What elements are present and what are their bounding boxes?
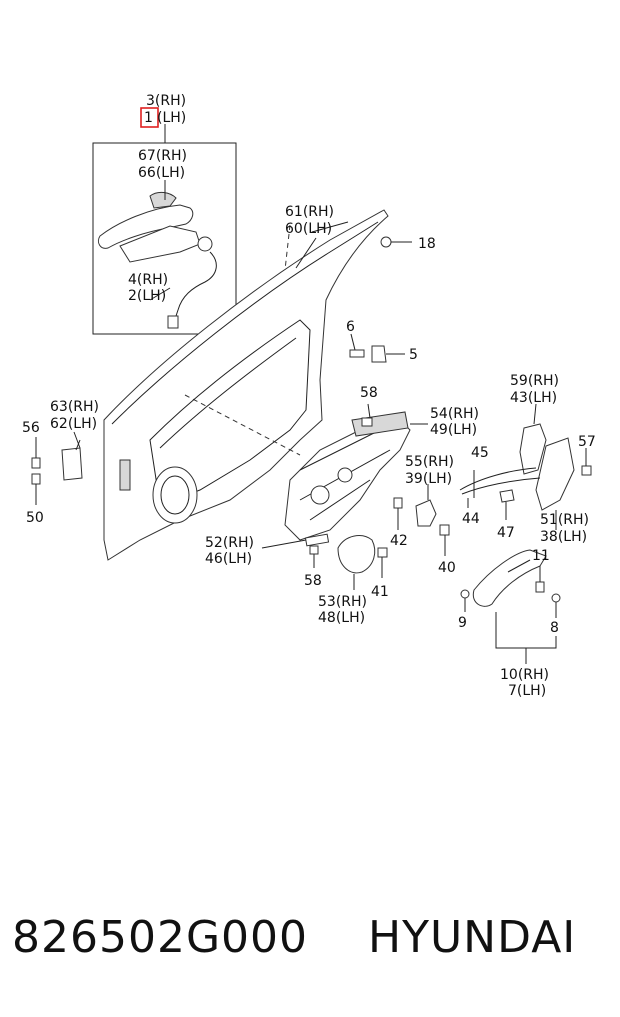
bolt-42 [393,497,403,530]
bolt-6 [349,349,365,358]
label-58-bottom: 58 [304,573,322,589]
label-45: 45 [471,445,489,461]
label-59: 59(RH) [510,373,559,389]
leader-lines [73,237,317,449]
label-46: 46(LH) [205,551,252,567]
callout-labels: 3(RH) 1 (LH) 67(RH) 66(LH) 4(RH) 2(LH) 6… [22,93,596,699]
part-18-clip [380,236,412,248]
bolt-50 [31,473,41,485]
lock-body [415,499,437,527]
label-41: 41 [371,584,389,600]
handle-group-box [92,142,237,335]
part-number: 826502G000 [12,912,309,963]
hinge-body [61,447,83,481]
label-47: 47 [497,525,515,541]
handle-lock-cylinder [197,236,213,252]
label-66: 66(LH) [138,165,185,181]
label-7: 7(LH) [508,683,546,699]
label-60: 60(LH) [285,221,332,237]
handle-cable-end [167,315,179,329]
label-6: 6 [346,319,355,335]
label-57: 57 [578,434,596,450]
label-55: 55(RH) [405,454,454,470]
label-48: 48(LH) [318,610,365,626]
speaker-hole [152,466,198,524]
label-8: 8 [550,620,559,636]
latch-bracket [519,423,547,475]
highlight-box [140,107,159,128]
regulator-motor [337,535,388,590]
label-44: 44 [462,511,480,527]
door-inner-opening [149,319,311,506]
label-42: 42 [390,533,408,549]
door-hinge [31,437,83,505]
clip-47 [499,489,515,503]
label-54: 54(RH) [430,406,479,422]
label-38: 38(LH) [540,529,587,545]
door-latch [459,403,592,530]
label-63: 63(RH) [50,399,99,415]
bracket-5 [371,345,387,363]
cap-8 [551,593,561,603]
label-62: 62(LH) [50,416,97,432]
label-4: 4(RH) [128,272,168,288]
inside-handle-shape [472,549,547,607]
label-2: 2(LH) [128,288,166,304]
bolt-52-46 [261,533,330,568]
label-3: 3(RH) [146,93,186,109]
label-5: 5 [409,347,418,363]
label-43: 43(LH) [510,390,557,406]
label-67: 67(RH) [138,148,187,164]
label-53: 53(RH) [318,594,367,610]
clip-9 [460,589,470,599]
door-panel [103,209,389,561]
label-61: 61(RH) [285,204,334,220]
handle-cover-shape [149,191,177,209]
outside-handle-shape [97,204,194,249]
door-side-bracket [119,459,131,491]
label-9: 9 [458,615,467,631]
window-regulator [284,403,428,541]
label-1: 1 [144,110,153,126]
brand-name: HYUNDAI [368,912,577,963]
inside-handle [460,549,561,664]
label-10: 10(RH) [500,667,549,683]
bolt-56 [31,457,41,469]
label-50: 50 [26,510,44,526]
label-52: 52(RH) [205,535,254,551]
label-56: 56 [22,420,40,436]
label-51: 51(RH) [540,512,589,528]
latch-assembly [535,437,575,511]
outside-handle-group [92,124,237,335]
screw-57 [581,465,592,476]
label-11: 11 [532,548,550,564]
lock-55-39 [415,484,450,556]
label-39: 39(LH) [405,471,452,487]
screw-11 [535,581,545,593]
label-49: 49(LH) [430,422,477,438]
label-58-top: 58 [360,385,378,401]
label-40: 40 [438,560,456,576]
label-18: 18 [418,236,436,252]
label-1-lh: (LH) [157,110,186,126]
bolt-40 [439,524,450,536]
part-5-6 [349,333,405,363]
nut-41 [377,547,388,558]
motor-body [337,535,376,574]
